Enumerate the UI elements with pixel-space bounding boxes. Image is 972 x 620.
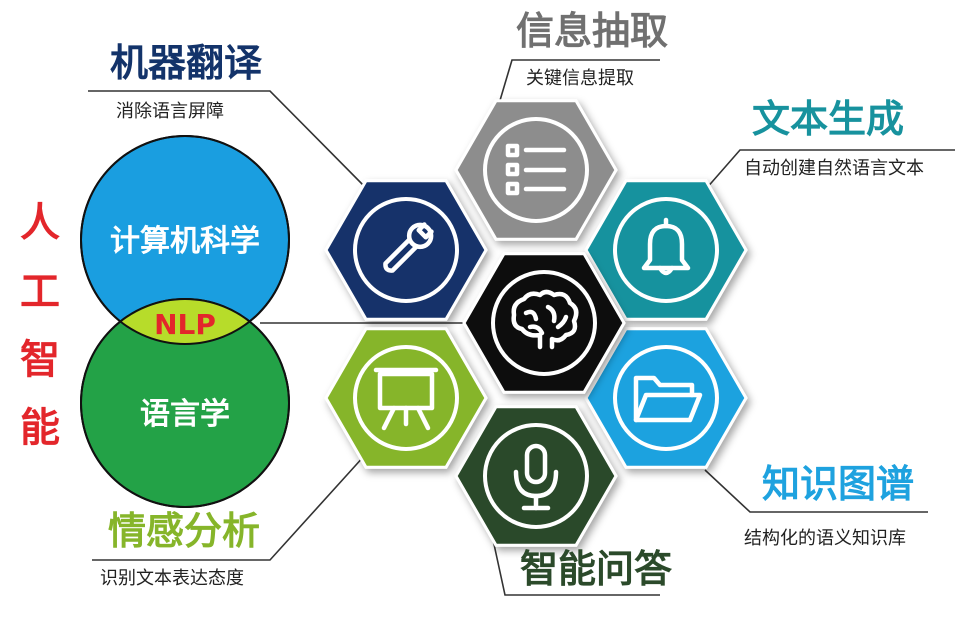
bell-icon: [641, 217, 691, 276]
list-icon: [505, 143, 567, 196]
icon-ring-center: [491, 270, 597, 376]
title-question-answering: 智能问答: [520, 547, 673, 591]
venn-label-linguistics: 语言学: [140, 397, 230, 432]
leader-line-kg: [704, 469, 928, 513]
venn-label-nlp: NLP: [154, 308, 216, 341]
hexagon-sa: [324, 327, 488, 469]
wrench-icon: [383, 222, 434, 273]
hexagon-ie: [454, 99, 618, 241]
presentation-board-icon: [373, 367, 439, 431]
hexagon-kg: [584, 327, 748, 469]
hexagon-mt: [324, 179, 488, 321]
title-text-generation: 文本生成: [752, 97, 905, 141]
icon-ring-mt: [353, 197, 459, 303]
ai-char-3: 智: [20, 337, 60, 383]
leader-line-qa: [491, 534, 660, 596]
title-knowledge-graph: 知识图谱: [762, 462, 915, 506]
subtitle-information-extraction: 关键信息提取: [526, 68, 634, 89]
title-machine-translation: 机器翻译: [110, 41, 263, 85]
title-information-extraction: 信息抽取: [516, 9, 669, 53]
hexagon-cluster: [324, 99, 748, 547]
icon-ring-sa: [353, 345, 459, 451]
subtitle-knowledge-graph: 结构化的语义知识库: [744, 528, 906, 549]
hexagon-shape-qa: [454, 405, 618, 547]
icon-ring-kg: [613, 345, 719, 451]
icon-ring-tg: [613, 197, 719, 303]
icon-ring-ie: [483, 117, 589, 223]
leader-lines: [88, 59, 955, 596]
microphone-icon: [513, 443, 559, 511]
ai-char-2: 工: [20, 269, 60, 315]
ai-char-1: 人: [20, 200, 60, 246]
subtitle-sentiment-analysis: 识别文本表达态度: [100, 568, 244, 589]
leader-line-tg: [704, 149, 955, 191]
icon-ring-qa: [483, 423, 589, 529]
hexagon-shape-mt: [324, 179, 488, 321]
subtitle-text-generation: 自动创建自然语言文本: [744, 158, 924, 179]
folder-icon: [633, 375, 703, 423]
title-sentiment-analysis: 情感分析: [108, 509, 261, 553]
subtitle-machine-translation: 消除语言屏障: [116, 101, 224, 122]
venn-diagram: 计算机科学 NLP 语言学: [80, 135, 290, 508]
hexagon-shape-sa: [324, 327, 488, 469]
hexagon-qa: [454, 405, 618, 547]
hexagon-center: [462, 252, 626, 394]
leader-line-mt: [88, 90, 369, 191]
leader-line-sa: [92, 454, 366, 561]
ai-char-4: 能: [20, 405, 60, 451]
brain-icon: [511, 289, 579, 350]
hexagon-tg: [584, 179, 748, 321]
venn-label-computer-science: 计算机科学: [110, 224, 260, 259]
